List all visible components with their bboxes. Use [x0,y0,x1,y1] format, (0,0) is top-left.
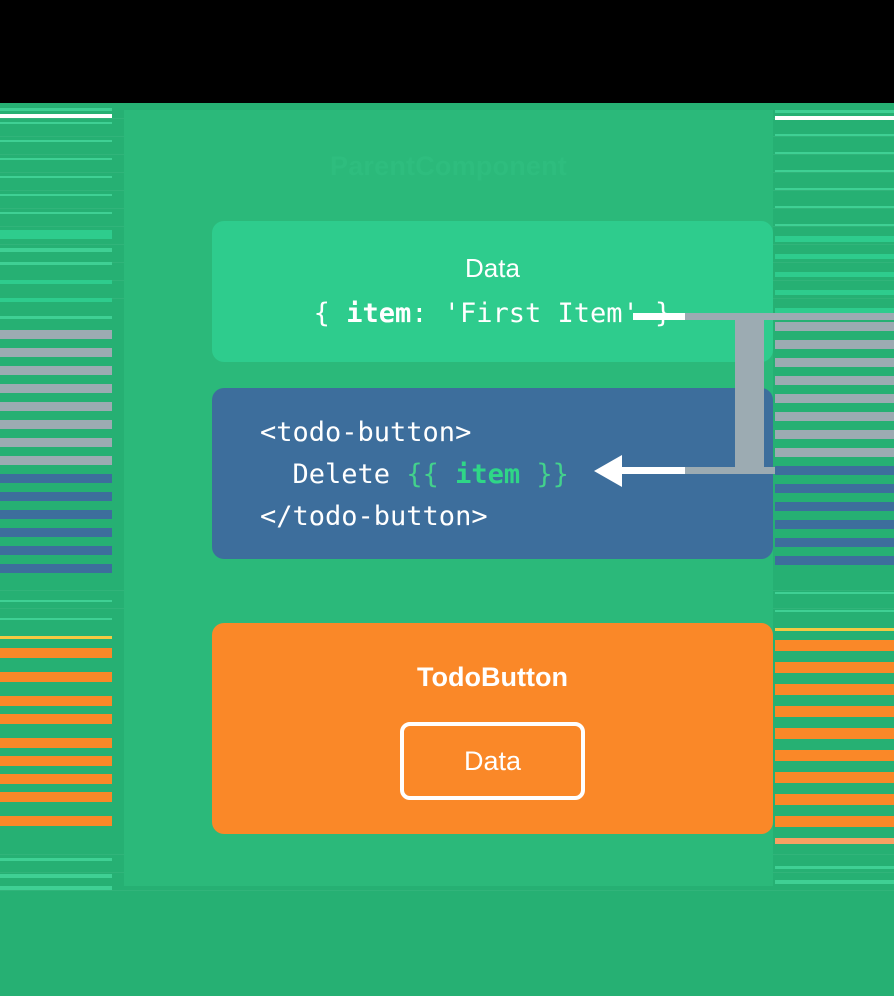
code-text-delete: Delete [292,459,407,490]
mustache-close: }} [520,459,569,490]
todobutton-prop-wrap: Data [212,722,773,800]
mustache-open: {{ [406,459,456,490]
connector-top-shadow [685,313,894,320]
todobutton-prop-pill: Data [400,722,585,800]
code-line-interpolation: Delete {{ item }} [260,454,773,496]
data-code-key: item [346,298,412,329]
todobutton-card: TodoButton Data [212,623,773,834]
connector-vertical-shadow [735,313,764,474]
page-title: ParentComponent [329,151,567,181]
code-line-close-tag: </todo-button> [260,501,488,532]
letterbox-top [0,0,894,103]
data-card-heading: Data [465,253,520,283]
code-line-open-tag: <todo-button> [260,417,472,448]
todobutton-title: TodoButton [417,662,568,692]
connector-bottom-shadow [685,467,894,474]
data-code-suffix: : 'First Item' } [411,298,672,329]
connector-line-bottom [615,467,685,474]
connector-line-top [633,313,685,320]
data-card-code: { item: 'First Item' } [212,297,773,331]
template-code-card: <todo-button> Delete {{ item }} </todo-b… [212,388,773,559]
data-code-prefix: { [313,298,347,329]
data-card: Data { item: 'First Item' } [212,221,773,362]
code-indent [260,459,293,490]
connector-arrow-icon [594,455,622,487]
binding-item: item [455,459,521,490]
